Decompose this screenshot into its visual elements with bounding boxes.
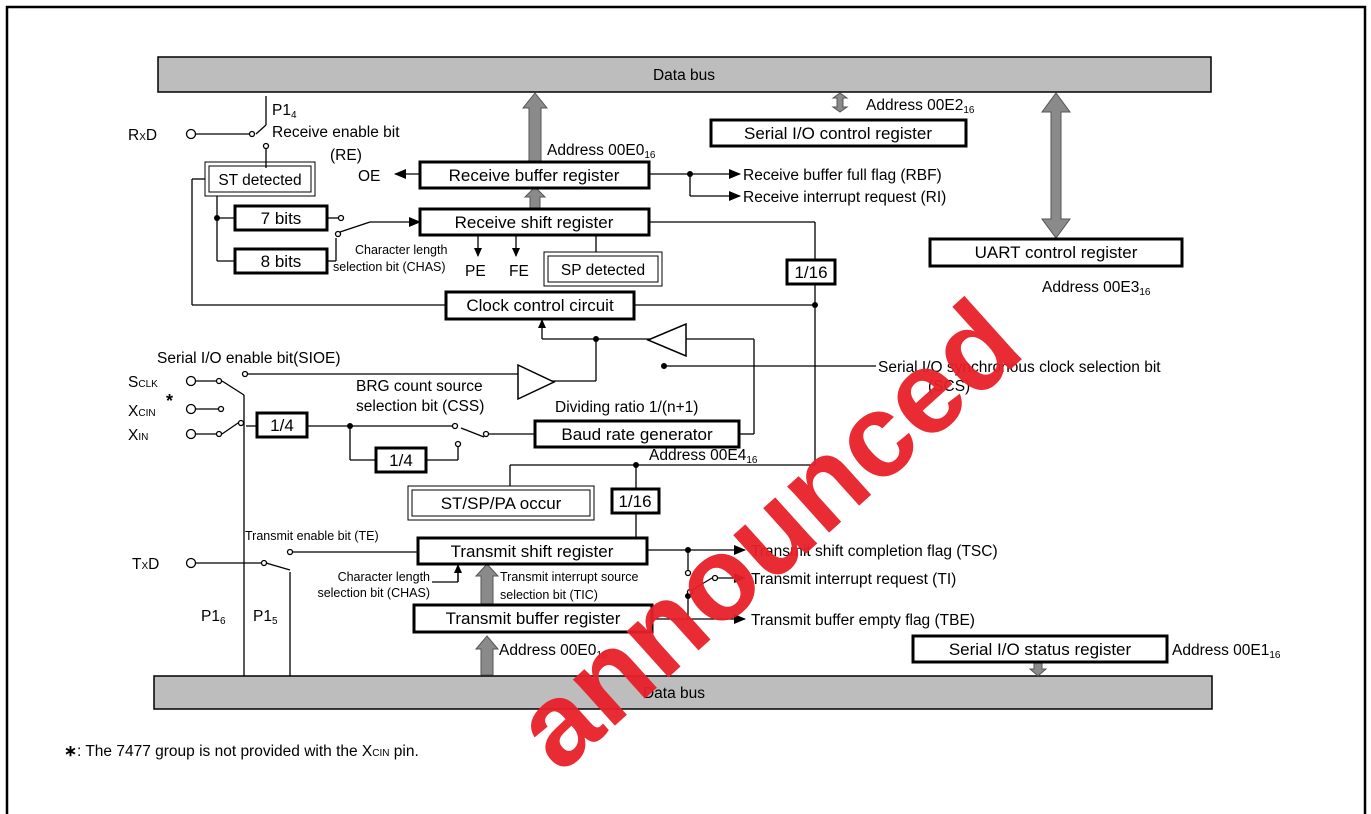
- serial-io-status-register: [911, 634, 1169, 664]
- footnote: ∗: The 7477 group is not provided with t…: [64, 743, 419, 760]
- brg-label-1: BRG count source: [356, 378, 483, 395]
- char-length-label-2: selection bit (CHAS): [333, 260, 446, 274]
- uart-control-label: UART control register: [975, 243, 1138, 262]
- p14-label: P14: [272, 102, 297, 121]
- tic-label-1: Transmit interrupt source: [500, 570, 639, 584]
- transmit-buffer-label: Transmit buffer register: [446, 609, 621, 628]
- sioe-label: Serial I/O enable bit(SIOE): [157, 350, 341, 367]
- serial-io-control-label: Serial I/O control register: [744, 124, 932, 143]
- data-bus-bottom-label: Data bus: [643, 685, 705, 702]
- transmit-shift-label: Transmit shift register: [451, 542, 614, 561]
- brg-source-buffer: [517, 363, 556, 401]
- scs-label-2: (SCS): [928, 378, 970, 395]
- char-length-tx-label-2: selection bit (CHAS): [317, 586, 430, 600]
- xcin-pin-circle: [185, 403, 197, 415]
- div4-main-label: 1/4: [270, 416, 294, 435]
- receive-enable-label: Receive enable bit: [272, 124, 400, 141]
- address-e0-top: Address 00E016: [547, 142, 656, 161]
- clock-control-circuit: [444, 290, 636, 321]
- oe-label: OE: [358, 168, 380, 185]
- address-e1: Address 00E116: [1172, 642, 1281, 661]
- xcin-asterisk: *: [166, 391, 173, 411]
- receive-shift-register: [418, 207, 651, 237]
- bus-to-txbuf-arrow: [474, 635, 500, 676]
- status-to-bus-arrow: [1028, 662, 1048, 677]
- xcin-label: XCIN: [128, 403, 156, 420]
- receive-buffer-register: [418, 160, 651, 190]
- rxshift-to-rxbuf-arrow: [523, 186, 547, 210]
- scs-label-1: Serial I/O synchronous clock selection b…: [878, 359, 1161, 376]
- bits7-label: 7 bits: [261, 209, 302, 228]
- address-e4: Address 00E416: [649, 447, 758, 466]
- div16-receive-box: [785, 258, 837, 286]
- baud-rate-label: Baud rate generator: [561, 425, 713, 444]
- txd-pin-circle: [185, 557, 197, 569]
- sclk-label: SCLK: [128, 374, 158, 391]
- receive-shift-label: Receive shift register: [455, 213, 614, 232]
- address-e2: Address 00E216: [866, 97, 975, 116]
- rxbuf-to-bus-arrow: [521, 92, 549, 164]
- serial-io-control-register: [709, 118, 968, 148]
- receive-buffer-label: Receive buffer register: [449, 166, 620, 185]
- tic-label-2: selection bit (TIC): [500, 588, 598, 602]
- re-label: (RE): [330, 147, 362, 164]
- address-e3: Address 00E316: [1042, 279, 1151, 298]
- e2-bidir-arrow: [831, 92, 849, 113]
- figure-frame: [5, 5, 1367, 814]
- div16-transmit-box: [610, 487, 661, 515]
- data-bus-top-label: Data bus: [653, 67, 715, 84]
- stsppa-label: ST/SP/PA occur: [441, 494, 562, 513]
- sclk-pin-circle: [185, 375, 197, 387]
- serial-io-status-label: Serial I/O status register: [949, 640, 1132, 659]
- te-label: Transmit enable bit (TE): [245, 529, 379, 543]
- ti-label: Transmit interrupt request (TI): [751, 571, 956, 588]
- uart-control-register: [928, 237, 1184, 268]
- rbf-label: Receive buffer full flag (RBF): [743, 167, 942, 184]
- st-detected-label: ST detected: [218, 172, 301, 189]
- rxd-label: RXD: [128, 127, 157, 144]
- clock-control-label: Clock control circuit: [466, 296, 614, 315]
- tsc-label: Transmit shift completion flag (TSC): [751, 543, 998, 560]
- txd-label: TXD: [132, 556, 159, 573]
- p16-label: P16: [201, 608, 226, 627]
- div16-transmit-label: 1/16: [618, 492, 651, 511]
- sync-clock-buffer: [646, 322, 687, 358]
- pe-label: PE: [465, 263, 486, 280]
- ri-label: Receive interrupt request (RI): [743, 189, 946, 206]
- div4-sub-label: 1/4: [389, 451, 413, 470]
- rxd-pin-circle: [185, 128, 197, 140]
- div4-main-box: [255, 411, 309, 439]
- sp-detected-label: SP detected: [561, 262, 645, 279]
- data-bus-bottom: Data bus: [153, 675, 1213, 710]
- bits8-label: 8 bits: [261, 252, 302, 271]
- dividing-ratio-label: Dividing ratio 1/(n+1): [555, 399, 698, 416]
- uart-bidir-arrow: [1041, 92, 1071, 239]
- txbuf-to-txshift-arrow: [474, 563, 500, 605]
- xin-label: XIN: [128, 427, 148, 444]
- char-length-label-1: Character length: [355, 243, 447, 257]
- transmit-shift-register: [416, 536, 649, 566]
- p15-label: P15: [253, 608, 278, 627]
- char-length-tx-label-1: Character length: [338, 570, 430, 584]
- announced-watermark: announced: [489, 275, 1045, 794]
- fe-label: FE: [509, 263, 529, 280]
- tbe-label: Transmit buffer empty flag (TBE): [751, 612, 975, 629]
- address-e0-bottom: Address 00E016: [499, 642, 608, 661]
- data-bus-top: Data bus: [157, 56, 1212, 93]
- brg-label-2: selection bit (CSS): [356, 398, 484, 415]
- xin-pin-circle: [185, 428, 197, 440]
- div16-receive-label: 1/16: [794, 263, 827, 282]
